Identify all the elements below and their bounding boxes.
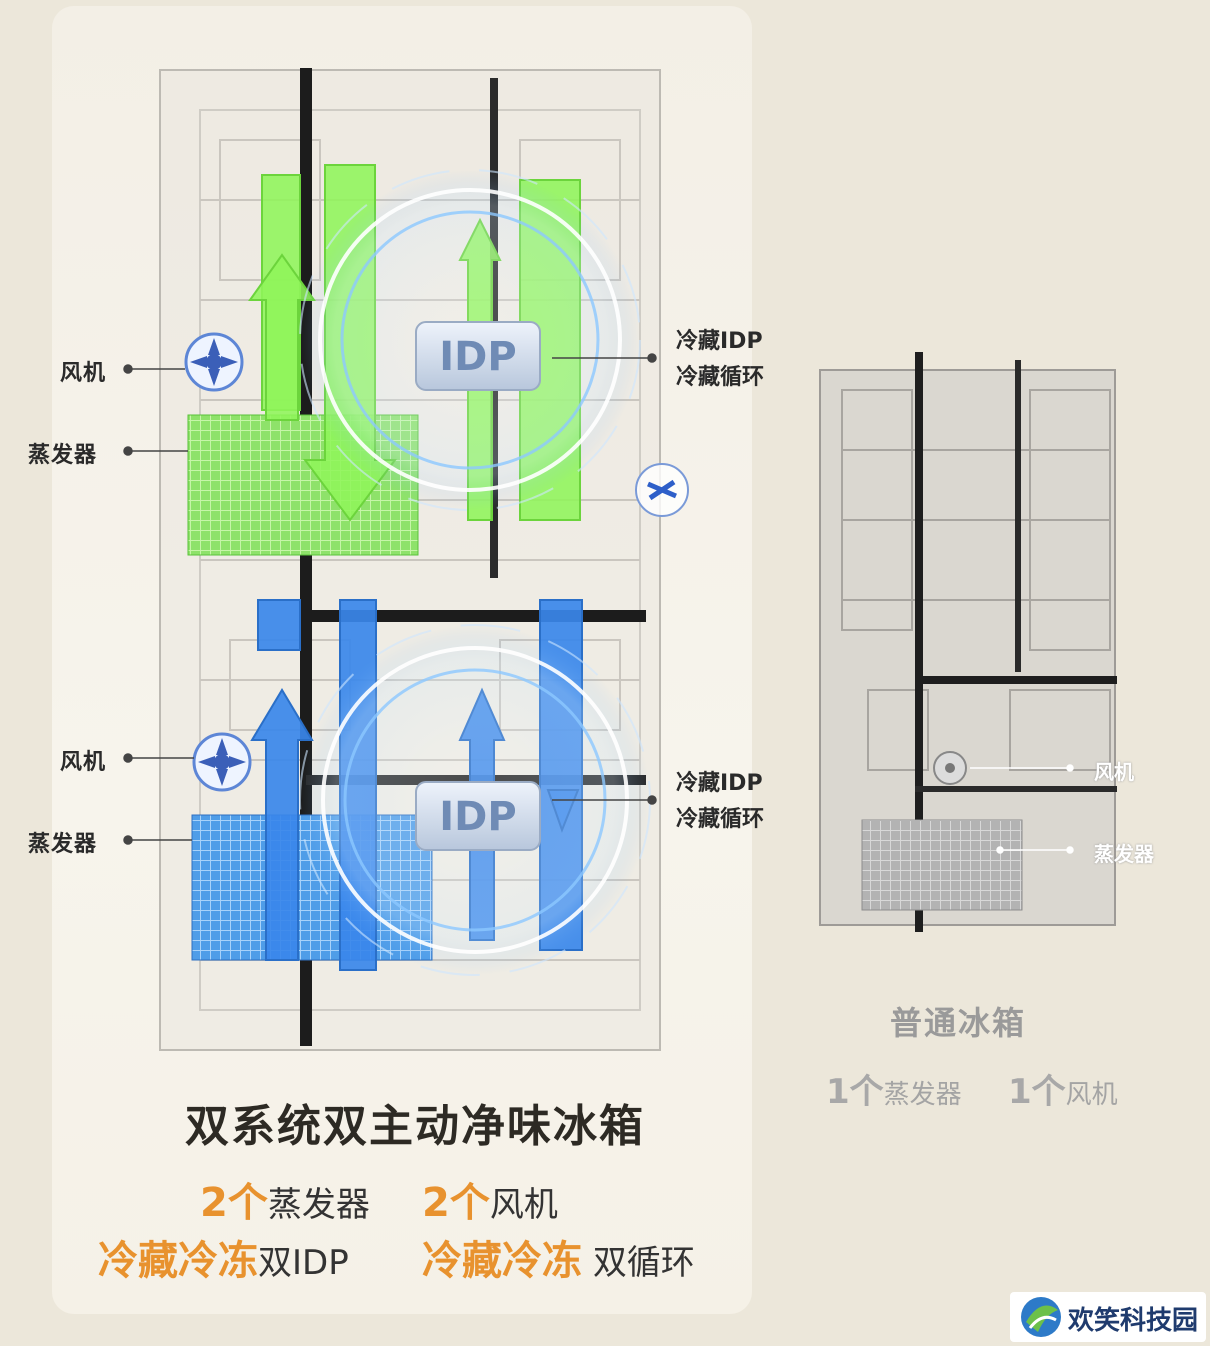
upper-idp-line1: 冷藏IDP — [676, 329, 763, 354]
lower-idp-callout: 冷藏IDP 冷藏循环 — [676, 766, 764, 838]
cycle-label: 双循环 — [592, 1243, 695, 1283]
normal-fridge-title: 普通冰箱 — [890, 1004, 1027, 1042]
upper-idp-line2: 冷藏循环 — [676, 365, 765, 390]
feature-dual-cycle: 冷藏冷冻 双循环 — [422, 1228, 695, 1286]
normal-evap-num: 1个 — [826, 1072, 884, 1112]
lower-idp-line2: 冷藏循环 — [676, 807, 765, 832]
feature-fans: 2个风机 — [422, 1170, 558, 1228]
idp-label: 双IDP — [258, 1243, 349, 1283]
normal-fan-num: 1个 — [1008, 1072, 1066, 1112]
normal-callout-lines — [970, 764, 1074, 854]
lower-idp-line1: 冷藏IDP — [676, 771, 763, 796]
svg-text:IDP: IDP — [439, 794, 516, 840]
upper-idp-callout: 冷藏IDP 冷藏循环 — [676, 324, 764, 396]
normal-fan-label: 风机 — [1065, 1080, 1118, 1110]
side-fan-icon — [635, 463, 689, 517]
callout-lines — [123, 353, 657, 845]
normal-evaporator-stat: 1个蒸发器 — [826, 1064, 962, 1113]
idp-prefix: 冷藏冷冻 — [98, 1238, 258, 1284]
lower-fan-label: 风机 — [60, 750, 107, 775]
evap-count: 2个 — [200, 1180, 268, 1226]
cycle-prefix: 冷藏冷冻 — [422, 1238, 582, 1284]
fan-label: 风机 — [489, 1185, 558, 1225]
svg-text:IDP: IDP — [439, 334, 516, 380]
lower-evaporator-label: 蒸发器 — [28, 832, 98, 857]
normal-fridge — [819, 352, 1117, 932]
upper-fan-icon — [184, 332, 244, 392]
fan-count: 2个 — [422, 1180, 490, 1226]
watermark: 欢笑科技园 — [1010, 1292, 1206, 1342]
evap-label: 蒸发器 — [267, 1185, 370, 1225]
normal-fan-label: 风机 — [1094, 760, 1134, 784]
normal-fan-stat: 1个风机 — [1008, 1064, 1118, 1113]
watermark-logo-icon — [1021, 1297, 1061, 1337]
upper-evaporator-label: 蒸发器 — [28, 443, 98, 468]
lower-fan-icon — [192, 732, 252, 792]
upper-idp-badge: IDP — [415, 321, 541, 391]
lower-idp-badge: IDP — [415, 781, 541, 851]
feature-dual-idp: 冷藏冷冻双IDP — [98, 1228, 349, 1286]
watermark-text: 欢笑科技园 — [1068, 1306, 1199, 1336]
page-title: 双系统双主动净味冰箱 — [185, 1101, 645, 1152]
normal-evap-label: 蒸发器 — [883, 1080, 962, 1110]
feature-evaporators: 2个蒸发器 — [200, 1170, 370, 1228]
upper-fan-label: 风机 — [60, 361, 107, 386]
normal-evaporator-label: 蒸发器 — [1094, 842, 1154, 866]
